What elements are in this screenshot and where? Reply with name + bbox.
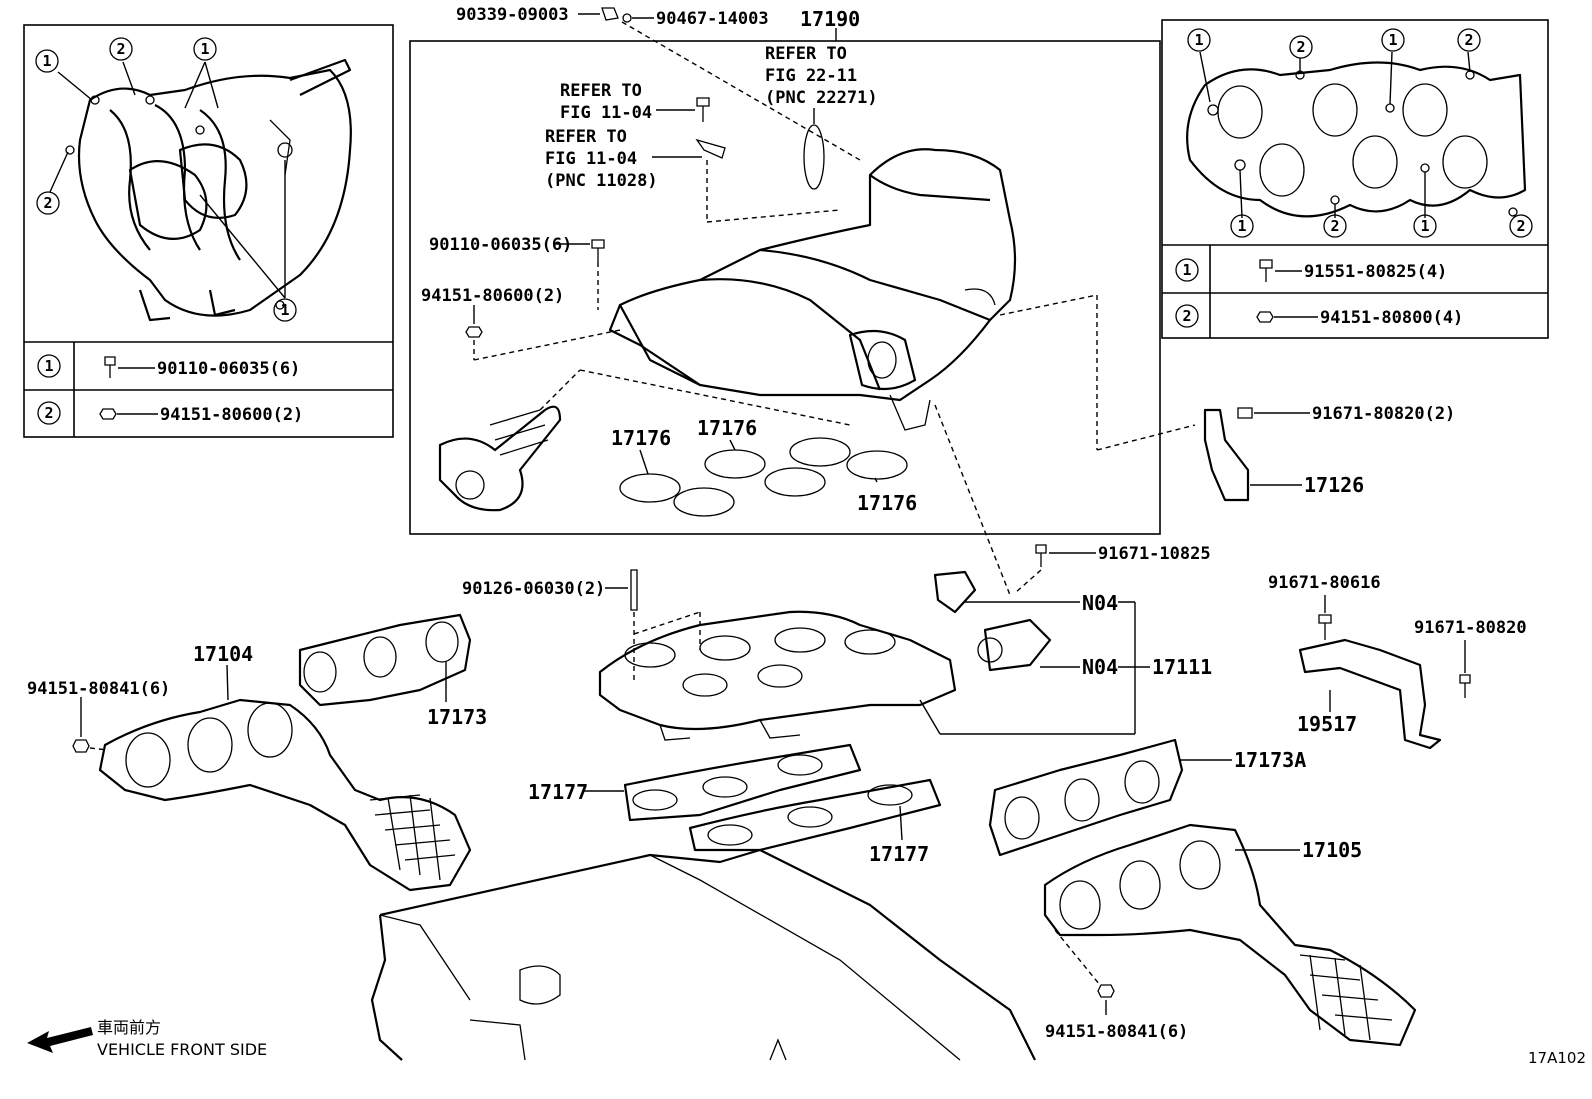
inset-marker-1: 1: [1420, 217, 1429, 235]
inset-marker-1: 1: [1237, 217, 1246, 235]
arrow-left-icon: [27, 1027, 93, 1053]
table-part: 94151-80600(2): [160, 405, 303, 425]
part-label: 91671-80820: [1414, 618, 1527, 638]
table-marker: 1: [44, 357, 53, 375]
table-marker: 1: [1182, 261, 1191, 279]
gasket-17173A: 17173A: [988, 738, 1306, 857]
exhaust-manifold-17105: 17105 94151-80841(6): [1043, 823, 1417, 1047]
refer-text: (PNC 22271): [765, 88, 878, 108]
part-label: N04: [1082, 655, 1118, 679]
refer-text: REFER TO: [765, 44, 847, 64]
refer-text: (PNC 11028): [545, 171, 658, 191]
inset-marker-2: 2: [43, 194, 52, 212]
part-label: 17176: [857, 491, 917, 515]
part-label: 19517: [1297, 712, 1357, 736]
table-marker: 2: [1182, 307, 1191, 325]
part-label: 17176: [697, 416, 757, 440]
part-label: 17177: [528, 780, 588, 804]
part-label: 90339-09003: [456, 5, 569, 25]
part-label: 94151-80600(2): [421, 286, 564, 306]
part-label: 17176: [611, 426, 671, 450]
left-inset: 1 2 1 2 1 1 90110-06035(6) 2 94151-80600…: [23, 24, 394, 438]
lower-intake-17111: 91671-10825 N04 N04 17111 90126-06030(2): [462, 544, 1212, 741]
refer-text: FIG 11-04: [545, 149, 637, 169]
inset-marker-2: 2: [1296, 38, 1305, 56]
figure-code: 17A102: [1528, 1049, 1586, 1067]
part-label: N04: [1082, 591, 1118, 615]
table-part: 90110-06035(6): [157, 359, 300, 379]
part-label: 17173A: [1234, 748, 1306, 772]
gasket-17177: 17177 17177: [528, 743, 942, 866]
part-label: 17190: [800, 7, 860, 31]
table-marker: 2: [44, 404, 53, 422]
bracket-17126: 91671-80820(2) 17126: [1203, 404, 1455, 502]
inset-marker-2: 2: [1330, 217, 1339, 235]
upper-intake-box: 90339-09003 90467-14003 17190 REFER TO F…: [409, 5, 1161, 535]
part-label: 17105: [1302, 838, 1362, 862]
part-label: 90467-14003: [656, 9, 769, 29]
vehicle-front-note: 車両前方 VEHICLE FRONT SIDE: [27, 1017, 268, 1061]
table-part: 91551-80825(4): [1304, 262, 1447, 282]
part-label: 91671-10825: [1098, 544, 1211, 564]
front-label-en: VEHICLE FRONT SIDE: [97, 1040, 268, 1059]
part-label: 17111: [1152, 655, 1212, 679]
inset-marker-2: 2: [116, 40, 125, 58]
part-label: 94151-80841(6): [1045, 1022, 1188, 1042]
part-label: 17177: [869, 842, 929, 866]
part-label: 90110-06035(6): [429, 235, 572, 255]
part-label: 17173: [427, 705, 487, 729]
refer-text: FIG 11-04: [560, 103, 652, 123]
part-label: 94151-80841(6): [27, 679, 170, 699]
inset-marker-1: 1: [200, 40, 209, 58]
refer-text: REFER TO: [560, 81, 642, 101]
inset-marker-1: 1: [1388, 31, 1397, 49]
part-label: 91671-80616: [1268, 573, 1381, 593]
inset-marker-1: 1: [1194, 31, 1203, 49]
part-label: 17104: [193, 642, 253, 666]
part-label: 90126-06030(2): [462, 579, 605, 599]
inset-marker-2: 2: [1464, 31, 1473, 49]
inset-marker-1: 1: [280, 301, 289, 319]
table-part: 94151-80800(4): [1320, 308, 1463, 328]
bracket-19517: 91671-80616 91671-80820 19517: [1268, 573, 1527, 750]
part-label: 17126: [1304, 473, 1364, 497]
inset-marker-2: 2: [1516, 217, 1525, 235]
exhaust-manifold-17104: 17104 94151-80841(6): [27, 642, 472, 892]
refer-text: FIG 22-11: [765, 66, 857, 86]
refer-text: REFER TO: [545, 127, 627, 147]
right-inset: 1 2 1 2 1 2 1 2 1 91551-80825(4) 2 94151…: [1161, 19, 1549, 339]
front-label-jp: 車両前方: [97, 1018, 162, 1037]
inset-marker-1: 1: [42, 52, 51, 70]
gasket-17173: 17173: [298, 613, 487, 729]
part-label: 91671-80820(2): [1312, 404, 1455, 424]
engine-block-sketch: [370, 848, 1036, 1061]
